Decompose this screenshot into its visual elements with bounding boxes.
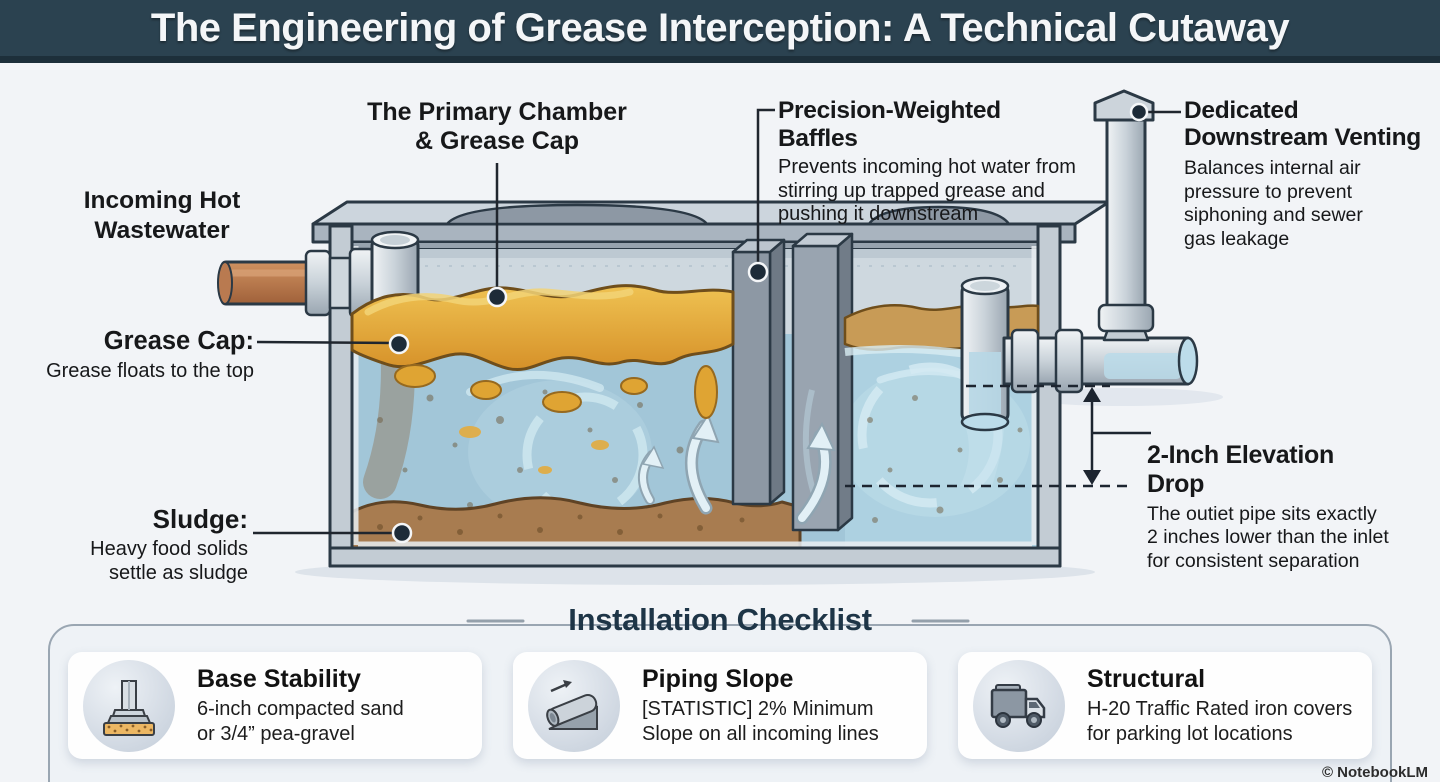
icon-circle: [83, 659, 175, 752]
card-body: [STATISTIC] 2% Minimum Slope on all inco…: [642, 698, 879, 745]
annotation-title: Precision-Weighted Baffles: [778, 97, 1001, 152]
checklist-heading: Installation Checklist: [568, 602, 872, 637]
baffle-plates: [731, 232, 854, 532]
flow-arrow-icon: [638, 412, 836, 525]
annotation-incoming-wastewater: Incoming Hot Wastewater: [56, 186, 268, 246]
annotation-body: The outiet pipe sits exactly 2 inches lo…: [1147, 503, 1389, 572]
pipe-on-base-icon: [103, 679, 155, 736]
annotation-body: Balances internal air pressure to preven…: [1184, 156, 1363, 251]
grease-layer: [350, 284, 1040, 474]
annotation-title: The Primary Chamber & Grease Cap: [367, 98, 627, 155]
watermark: © NotebookLM: [1321, 764, 1428, 781]
card-title: Base Stability: [197, 665, 361, 694]
annotation-title: Sludge:: [152, 504, 248, 534]
vent-pipe: [1093, 89, 1155, 342]
annotation-title: Grease Cap:: [103, 327, 254, 355]
card-title: Structural: [1087, 665, 1206, 694]
icon-circle: [528, 659, 620, 752]
outlet-tee-pipe: [960, 276, 1010, 486]
checklist-card-structural: Structural H-20 Traffic Rated iron cover…: [958, 652, 1372, 759]
card-body: H-20 Traffic Rated iron covers for parki…: [1087, 698, 1353, 745]
annotation-title: Dedicated Downstream Venting: [1184, 97, 1421, 152]
annotation-body: Prevents incoming hot water from stirrin…: [778, 156, 1076, 226]
card-body: 6-inch compacted sand or 3/4” pea-gravel: [197, 698, 404, 745]
header: The Engineering of Grease Interception: …: [0, 0, 1440, 63]
icon-circle: [973, 659, 1065, 752]
annotation-title: Incoming Hot Wastewater: [83, 187, 241, 244]
truck-icon: [990, 683, 1046, 728]
page-title: The Engineering of Grease Interception: …: [150, 5, 1290, 50]
annotation-body: Grease floats to the top: [46, 360, 254, 382]
tank-lid: [311, 200, 1111, 250]
tank-walls: [328, 224, 1062, 568]
sloped-pipe-icon: [546, 679, 598, 730]
checklist-card-piping-slope: Piping Slope [STATISTIC] 2% Minimum Slop…: [513, 652, 927, 759]
checklist-card-base-stability: Base Stability 6-inch compacted sand or …: [68, 652, 482, 759]
annotation-body: Heavy food solids settle as sludge: [90, 538, 248, 584]
annotation-primary-chamber: The Primary Chamber & Grease Cap: [357, 98, 637, 155]
elevation-dimension: [845, 384, 1151, 488]
annotation-venting: Dedicated Downstream Venting Balances in…: [1184, 97, 1424, 252]
annotation-baffles: Precision-Weighted Baffles Prevents inco…: [778, 97, 1078, 227]
annotation-grease-cap: Grease Cap: Grease floats to the top: [34, 327, 254, 383]
annotation-sludge: Sludge: Heavy food solids settle as slud…: [38, 504, 248, 585]
leader-lines: [253, 102, 1181, 544]
annotation-title: 2-Inch Elevation Drop: [1147, 441, 1334, 498]
annotation-elevation-drop: 2-Inch Elevation Drop The outiet pipe si…: [1147, 441, 1397, 573]
outlet-pipe: [1002, 328, 1199, 394]
card-title: Piping Slope: [642, 665, 794, 694]
